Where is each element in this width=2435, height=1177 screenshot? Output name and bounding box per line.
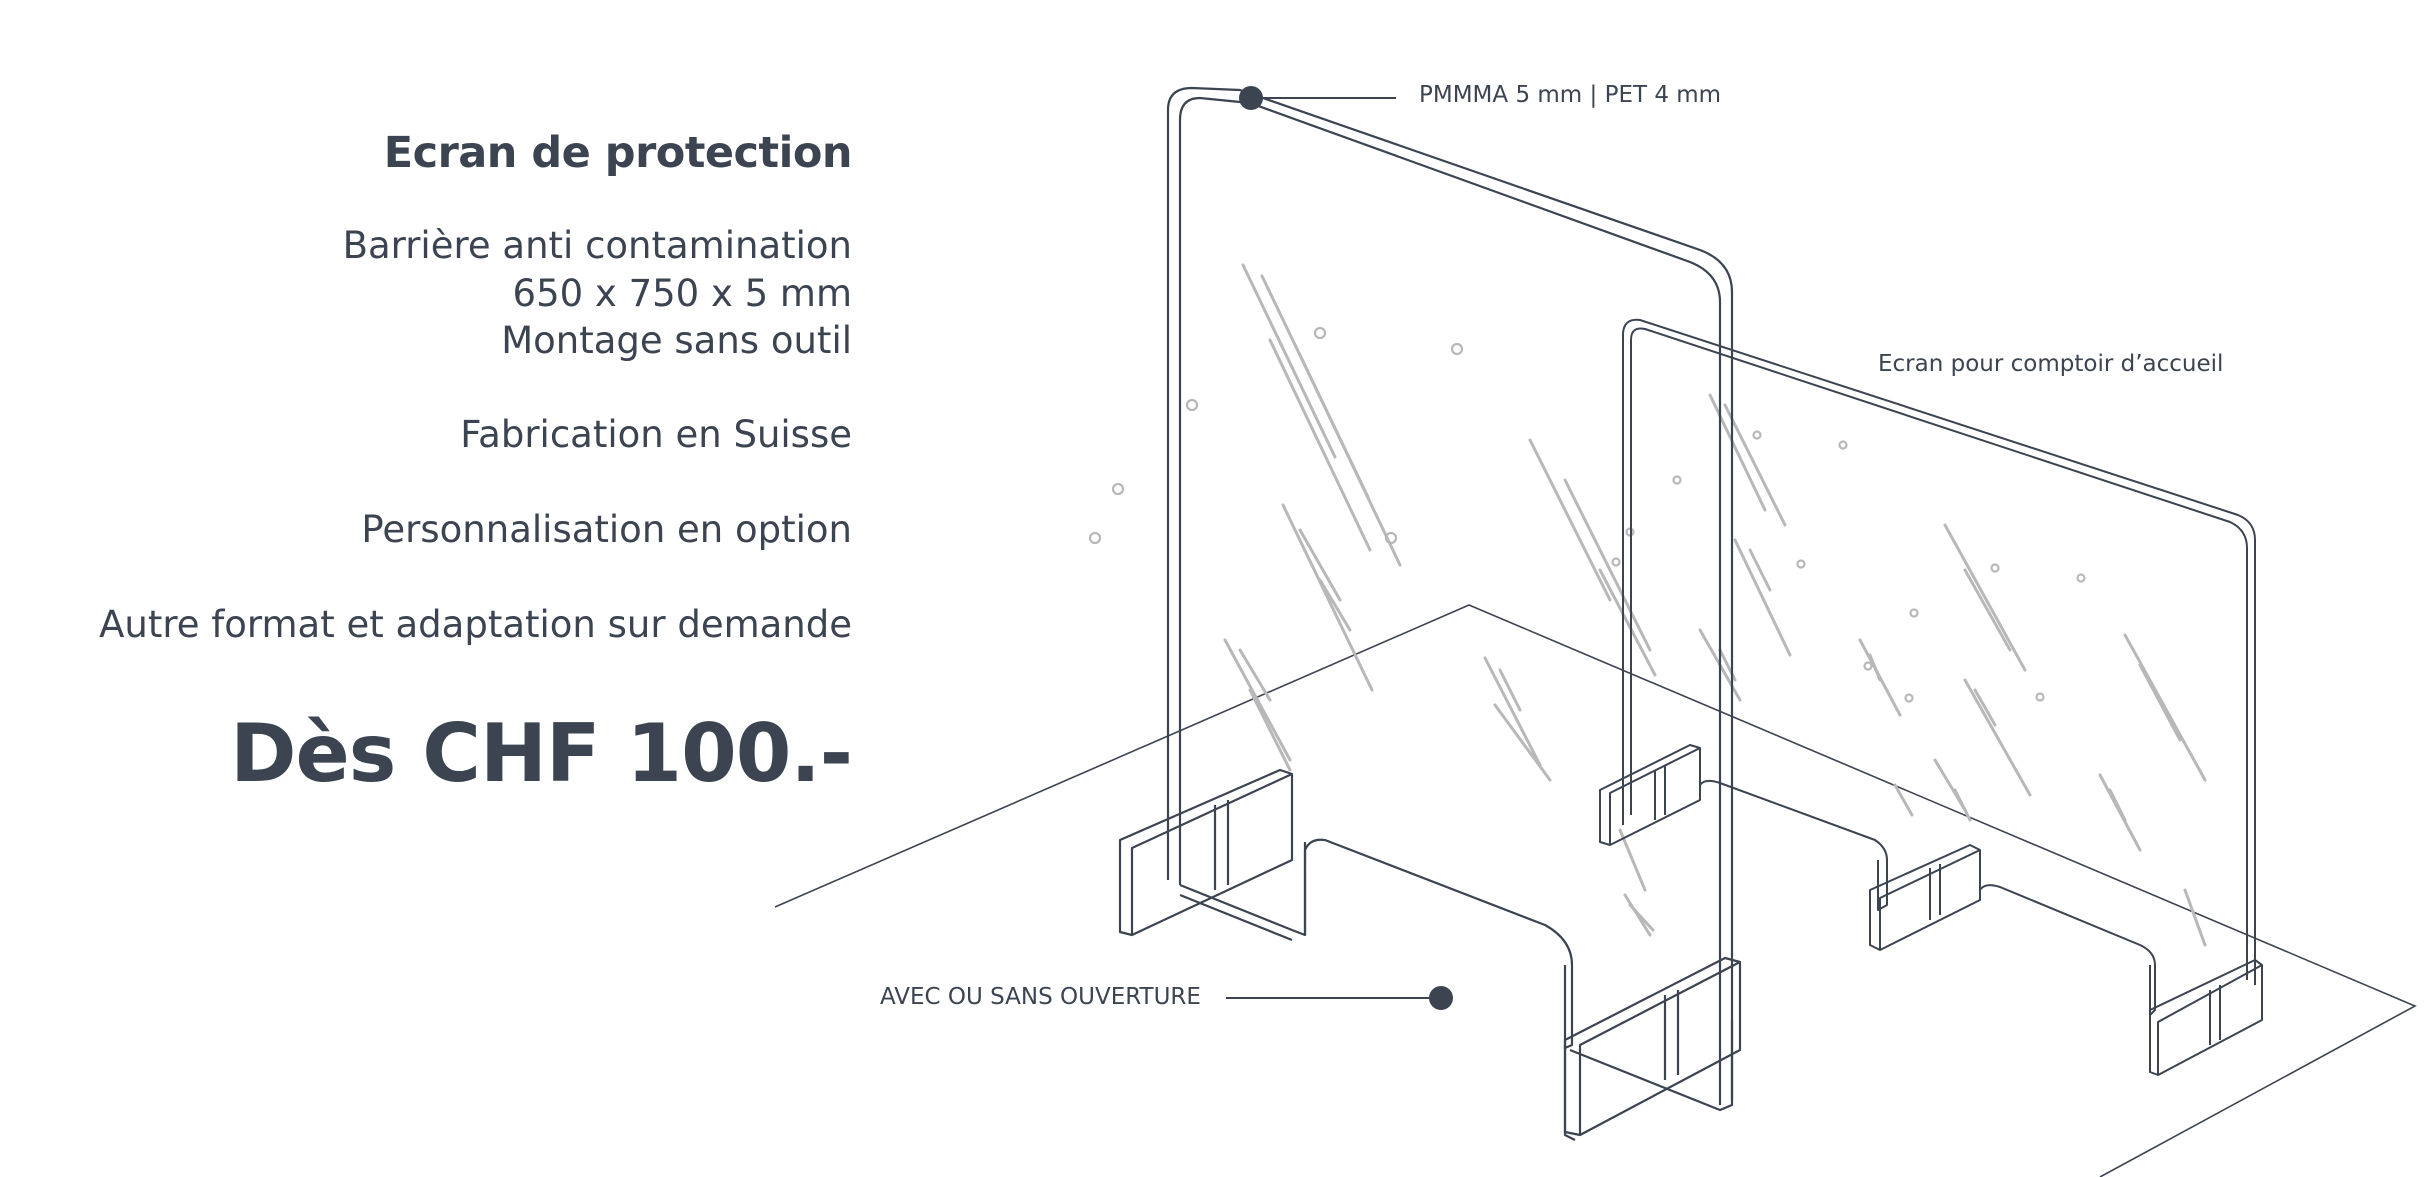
callout-material-label: PMMMA 5 mm | PET 4 mm <box>1419 82 1722 108</box>
feature-dimensions: 650 x 750 x 5 mm <box>512 272 852 315</box>
callout-leaders <box>1226 86 1453 1010</box>
callout-opening-label: AVEC OU SANS OUVERTURE <box>880 984 1201 1010</box>
callout-material-dot <box>1239 86 1263 110</box>
product-heading: Ecran de protection <box>383 128 853 178</box>
callout-opening-dot <box>1429 986 1453 1010</box>
price-label: Dès CHF 100.- <box>230 707 853 800</box>
glass-dots <box>1088 326 2086 703</box>
feature-customization: Personnalisation en option <box>361 508 852 551</box>
protection-screen-large <box>1118 86 1742 1141</box>
feature-swiss-made: Fabrication en Suisse <box>460 413 852 456</box>
counter-screen-small <box>1599 318 2263 1076</box>
callout-counter-screen-label: Ecran pour comptoir d’accueil <box>1878 351 2224 377</box>
feature-toolless-mounting: Montage sans outil <box>501 319 852 362</box>
feature-contamination-barrier: Barrière anti contamination <box>342 224 852 267</box>
counter-surface <box>774 604 2417 1177</box>
feature-custom-format: Autre format et adaptation sur demande <box>99 603 852 646</box>
glass-reflections-large <box>1223 263 1657 937</box>
